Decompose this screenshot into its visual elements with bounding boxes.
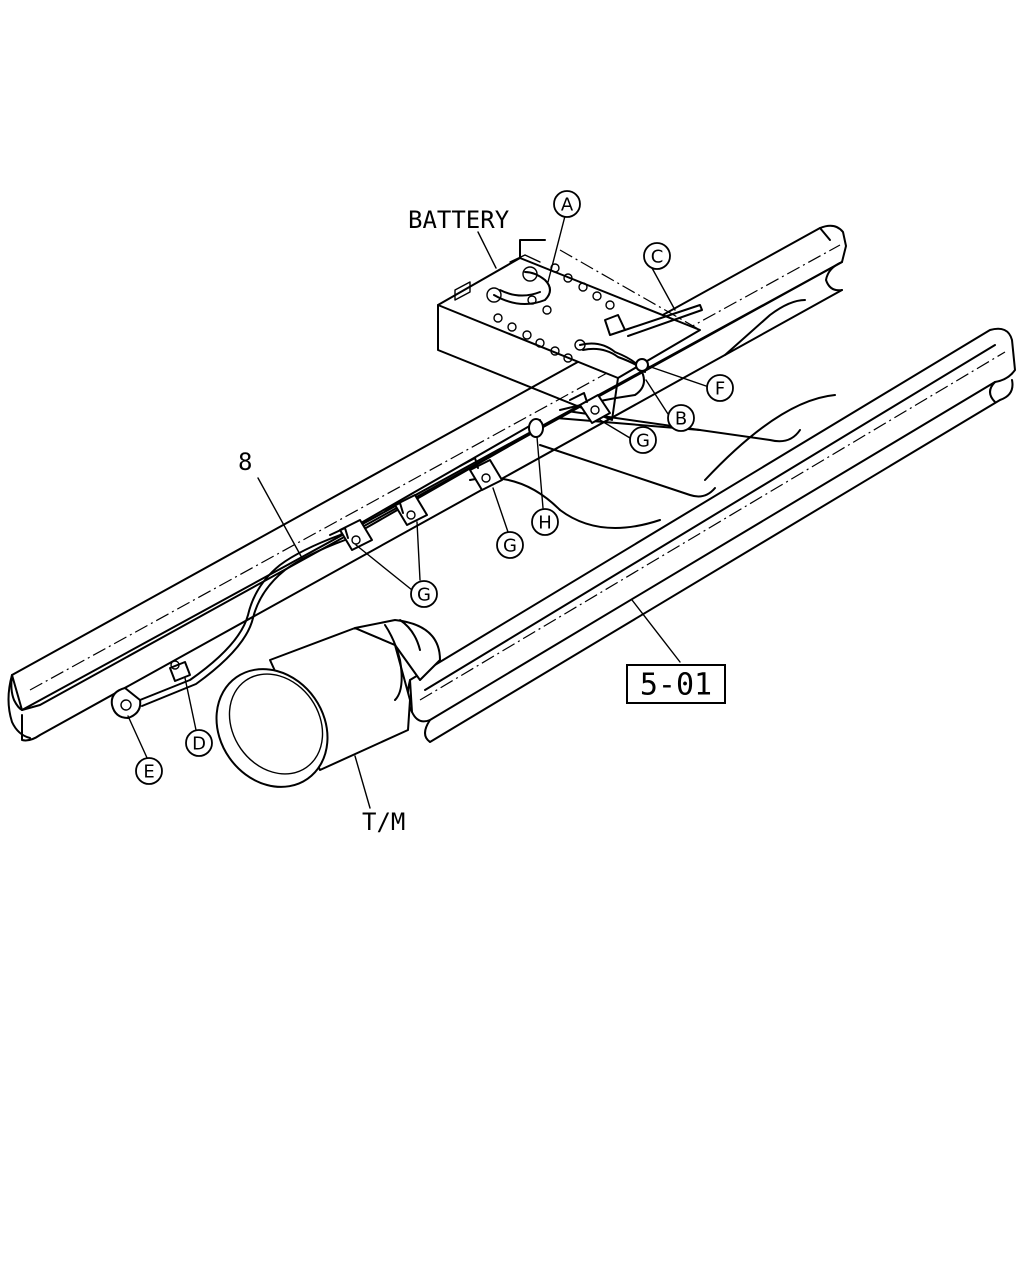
terminal-e bbox=[110, 687, 142, 719]
leader-lines bbox=[127, 215, 707, 809]
leader-tm bbox=[354, 755, 371, 809]
battery-terminal-a bbox=[486, 266, 551, 305]
callout-c-letter: C bbox=[651, 247, 664, 268]
right-frame-rail bbox=[406, 327, 1016, 743]
leader-g-right bbox=[599, 419, 631, 439]
callout-b[interactable]: B bbox=[667, 404, 695, 432]
callout-h[interactable]: H bbox=[531, 508, 559, 536]
callout-g-right-letter: G bbox=[636, 431, 650, 452]
callout-g-right[interactable]: G bbox=[629, 426, 657, 454]
clip-f bbox=[635, 358, 649, 372]
clip-d bbox=[169, 660, 191, 682]
label-transmission: T/M bbox=[362, 808, 405, 836]
callout-f[interactable]: F bbox=[706, 374, 734, 402]
leader-c bbox=[651, 267, 676, 311]
grommet-h bbox=[528, 418, 544, 438]
callout-e-letter: E bbox=[143, 762, 154, 783]
battery-hold-down-bracket bbox=[604, 304, 703, 337]
leader-g-middle bbox=[492, 487, 509, 533]
leader-f bbox=[647, 365, 707, 387]
battery-cell-caps bbox=[493, 263, 615, 363]
leader-a bbox=[547, 215, 566, 283]
label-battery: BATTERY bbox=[408, 206, 510, 234]
callout-g-left-letter: G bbox=[417, 585, 431, 606]
callout-d-letter: D bbox=[192, 734, 206, 755]
reference-label: 5-01 bbox=[640, 668, 712, 703]
cable-clip-2 bbox=[384, 494, 428, 526]
callout-a[interactable]: A bbox=[553, 190, 581, 218]
callout-e[interactable]: E bbox=[135, 757, 163, 785]
callout-b-letter: B bbox=[675, 409, 687, 430]
reference-box[interactable]: 5-01 bbox=[626, 664, 726, 704]
leader-e bbox=[127, 715, 149, 761]
cable-clip-1 bbox=[329, 519, 373, 551]
callout-c[interactable]: C bbox=[643, 242, 671, 270]
callout-d[interactable]: D bbox=[185, 729, 213, 757]
leader-h bbox=[536, 436, 544, 509]
leader-g-left bbox=[355, 521, 421, 591]
transmission bbox=[215, 619, 441, 788]
label-part-number: 8 bbox=[238, 448, 252, 476]
callout-g-left[interactable]: G bbox=[410, 580, 438, 608]
leader-d bbox=[184, 677, 197, 731]
cable-clip-3 bbox=[459, 457, 503, 491]
callout-g-middle-letter: G bbox=[503, 536, 517, 557]
leader-reference bbox=[631, 599, 681, 663]
callout-a-letter: A bbox=[561, 195, 574, 216]
callout-g-middle[interactable]: G bbox=[496, 531, 524, 559]
leader-battery bbox=[477, 231, 497, 269]
cable-clip-4 bbox=[569, 392, 611, 424]
leader-8 bbox=[257, 477, 303, 559]
callout-f-letter: F bbox=[715, 379, 725, 400]
leader-b bbox=[645, 379, 669, 415]
callout-h-letter: H bbox=[538, 513, 552, 534]
